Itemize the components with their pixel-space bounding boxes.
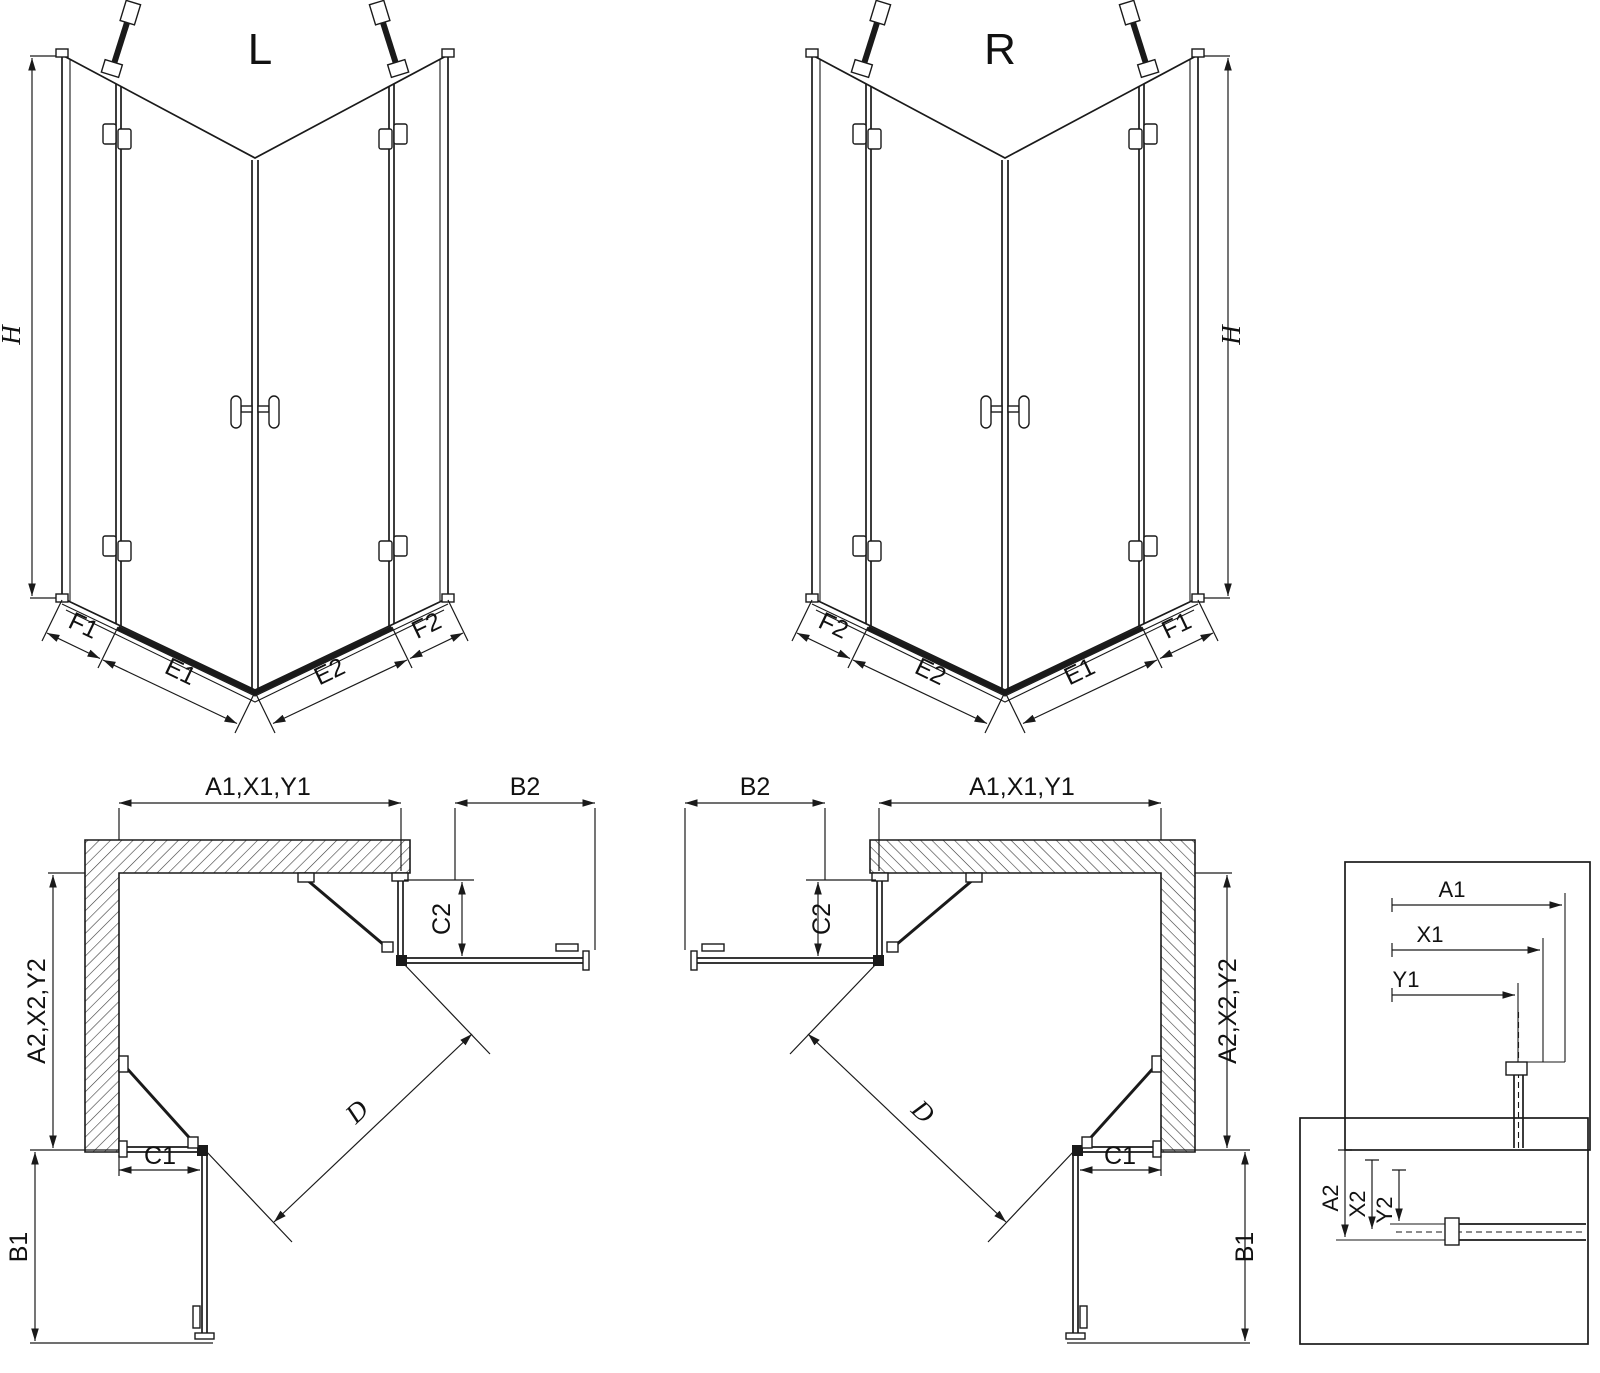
plan-right-view: A1,X1,Y1 B2 C2 A2,X2,Y2 C1 B1 D [685,773,1259,1343]
dim-label-c1-left: C1 [144,1142,176,1170]
dim-label-y1-detail: Y1 [1393,967,1420,992]
dim-label-b1-right: B1 [1231,1232,1259,1263]
dim-label-height-right: H [1216,324,1246,346]
dim-label-c2-left: C2 [428,903,456,935]
dim-label-e1-right: E1 [1060,653,1100,691]
dim-label-x2-detail: X2 [1345,1191,1370,1218]
dim-label-x1-detail: X1 [1417,922,1444,947]
detail-width-view: A1 X1 Y1 [1344,861,1591,1151]
dim-label-c1-right: C1 [1104,1142,1136,1170]
dim-label-e2-right: E2 [911,653,951,691]
dim-label-width-right: A1,X1,Y1 [969,773,1075,801]
dim-label-e1-left: E1 [161,653,201,691]
dim-label-height-left: H [0,324,26,346]
dim-label-b2-left: B2 [510,773,541,801]
dim-label-depth-left: A2,X2,Y2 [23,958,51,1064]
plan-drawing-left [30,803,595,1343]
dim-label-b1-left: B1 [5,1232,33,1263]
plan-drawing-right [685,803,1250,1343]
dim-label-width-left: A1,X1,Y1 [205,773,311,801]
view-label-left: L [248,25,272,74]
dim-label-c2-right: C2 [808,903,836,935]
dim-label-y2-detail: Y2 [1372,1197,1397,1224]
front-left-view: L H F1 E1 E2 F2 [0,0,468,733]
dim-label-d-left: D [339,1094,375,1130]
dim-label-a2-detail: A2 [1318,1185,1343,1212]
dim-label-e2-left: E2 [310,653,350,691]
detail-depth-view: A2 X2 Y2 [1299,1117,1589,1345]
dim-label-a1-detail: A1 [1439,877,1466,902]
dim-label-b2-right: B2 [740,773,771,801]
view-label-right: R [984,25,1016,74]
dim-label-depth-right: A2,X2,Y2 [1214,958,1242,1064]
plan-left-view: A1,X1,Y1 B2 C2 A2,X2,Y2 C1 B1 D [5,773,595,1343]
dim-label-d-right: D [905,1093,941,1129]
front-right-view: R H F2 E2 E1 F1 [792,0,1246,733]
